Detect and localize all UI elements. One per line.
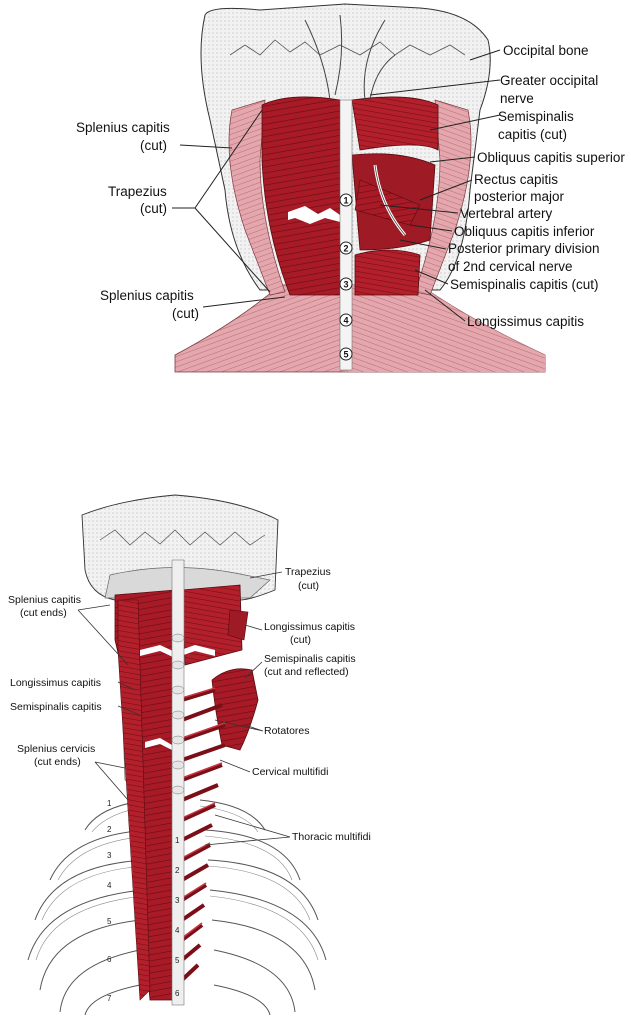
label-obliquus-capitis-superior: Obliquus capitis superior <box>477 150 625 165</box>
bottom-labels: Trapezius (cut) Longissimus capitis (cut… <box>8 566 371 843</box>
label-occipital-bone: Occipital bone <box>503 43 589 58</box>
bottom-longissimus-cut-right <box>227 609 249 641</box>
spine-number: 6 <box>175 989 180 998</box>
label-longissimus-capitis-cut: Longissimus capitis <box>264 621 355 633</box>
label-splenius-capitis-cut-ends-line2: (cut ends) <box>20 607 67 619</box>
bottom-ribcage <box>27 799 327 1016</box>
rib-number: 1 <box>107 799 112 808</box>
top-vertebra-number: 3 <box>343 280 348 290</box>
label-rotatores: Rotatores <box>264 725 310 737</box>
top-neck-illustration: 1 2 3 4 5 <box>174 3 546 373</box>
label-semispinalis-capitis-cut-lower: Semispinalis capitis (cut) <box>450 277 599 292</box>
spine-number: 2 <box>175 866 180 875</box>
top-tendinous-band <box>288 206 340 224</box>
bottom-spine-processes <box>171 633 185 795</box>
top-leader-lines <box>172 49 501 322</box>
label-semispinalis-capitis-bottom: Semispinalis capitis <box>10 701 102 713</box>
label-splenius-capitis-cut-ends: Splenius capitis <box>8 594 81 606</box>
top-splenius-left <box>228 99 286 296</box>
rib-number: 2 <box>107 825 112 834</box>
bottom-spine-illustration: 1 2 3 4 5 6 7 1 2 3 4 5 6 <box>27 494 327 1016</box>
top-labels: Occipital bone Greater occipital nerve S… <box>76 43 625 329</box>
label-semispinalis-reflected: Semispinalis capitis <box>264 653 356 665</box>
bottom-multifidi-right-highlight <box>181 687 226 939</box>
label-longissimus-capitis: Longissimus capitis <box>467 314 584 329</box>
label-vertebral-artery: Vertebral artery <box>460 206 553 221</box>
label-rectus-capitis: Rectus capitis <box>474 172 558 187</box>
spine-number: 4 <box>175 926 180 935</box>
label-splenius-cervicis-line2: (cut ends) <box>34 756 81 768</box>
bottom-skull-suture <box>99 529 266 546</box>
label-splenius-capitis-bottom: Splenius capitis <box>100 288 194 303</box>
spine-number: 1 <box>175 836 180 845</box>
label-longissimus-capitis-cut-line2: (cut) <box>290 634 311 646</box>
bottom-spine <box>171 559 185 1006</box>
top-semispinalis-left <box>261 96 341 296</box>
spine-number: 5 <box>175 956 180 965</box>
top-vertebra-number: 1 <box>343 196 348 206</box>
top-semispinalis-right <box>351 96 439 151</box>
label-splenius-capitis-top-line2: (cut) <box>140 138 167 153</box>
bottom-semispinalis-reflected <box>211 668 259 751</box>
bottom-tendinous-band-lower <box>145 738 172 750</box>
bottom-rib-numbers: 1 2 3 4 5 6 7 <box>107 799 112 1003</box>
label-trapezius-bottom-line2: (cut) <box>298 580 319 592</box>
label-semispinalis-reflected-line2: (cut and reflected) <box>264 666 349 678</box>
label-splenius-cervicis: Splenius cervicis <box>17 743 95 755</box>
spine-number: 3 <box>175 896 180 905</box>
label-rectus-capitis-line2: posterior major <box>474 189 565 204</box>
label-semispinalis-capitis-cut-line2: capitis (cut) <box>498 127 567 142</box>
top-spine <box>339 99 353 371</box>
label-greater-occipital-nerve-line2: nerve <box>500 91 534 106</box>
label-posterior-primary-division: Posterior primary division <box>448 241 600 256</box>
label-trapezius-line2: (cut) <box>140 201 167 216</box>
label-splenius-capitis-bottom-line2: (cut) <box>172 306 199 321</box>
bottom-multifidi-right <box>180 688 226 982</box>
label-trapezius-bottom: Trapezius <box>285 566 331 578</box>
top-vertebra-number: 5 <box>343 350 348 360</box>
rib-number: 5 <box>107 917 112 926</box>
top-semispinalis-lower-right <box>354 249 421 296</box>
bottom-longissimus-left <box>117 599 151 1001</box>
top-trapezius-right-half <box>345 285 545 372</box>
label-thoracic-multifidi: Thoracic multifidi <box>292 831 371 843</box>
label-trapezius: Trapezius <box>108 184 167 199</box>
top-vertebra-number: 4 <box>343 316 348 326</box>
label-obliquus-capitis-inferior: Obliquus capitis inferior <box>454 224 595 239</box>
rib-number: 3 <box>107 851 112 860</box>
label-greater-occipital-nerve: Greater occipital <box>500 73 598 88</box>
label-splenius-capitis-top: Splenius capitis <box>76 120 170 135</box>
bottom-spine-numbers: 1 2 3 4 5 6 <box>175 836 180 998</box>
top-vertebra-markers: 1 2 3 4 5 <box>339 193 353 361</box>
rib-number: 6 <box>107 955 112 964</box>
top-skull-suture <box>229 39 466 56</box>
top-occipital-nerves <box>304 14 396 101</box>
label-cervical-multifidi: Cervical multifidi <box>252 766 328 778</box>
rib-number: 4 <box>107 881 112 890</box>
top-vertebra-number: 2 <box>343 244 348 254</box>
label-longissimus-capitis-bottom: Longissimus capitis <box>10 677 101 689</box>
label-semispinalis-capitis-cut: Semispinalis <box>498 109 574 124</box>
rib-number: 7 <box>107 994 112 1003</box>
bottom-leader-lines <box>77 571 291 846</box>
label-posterior-primary-division-line2: of 2nd cervical nerve <box>448 259 573 274</box>
